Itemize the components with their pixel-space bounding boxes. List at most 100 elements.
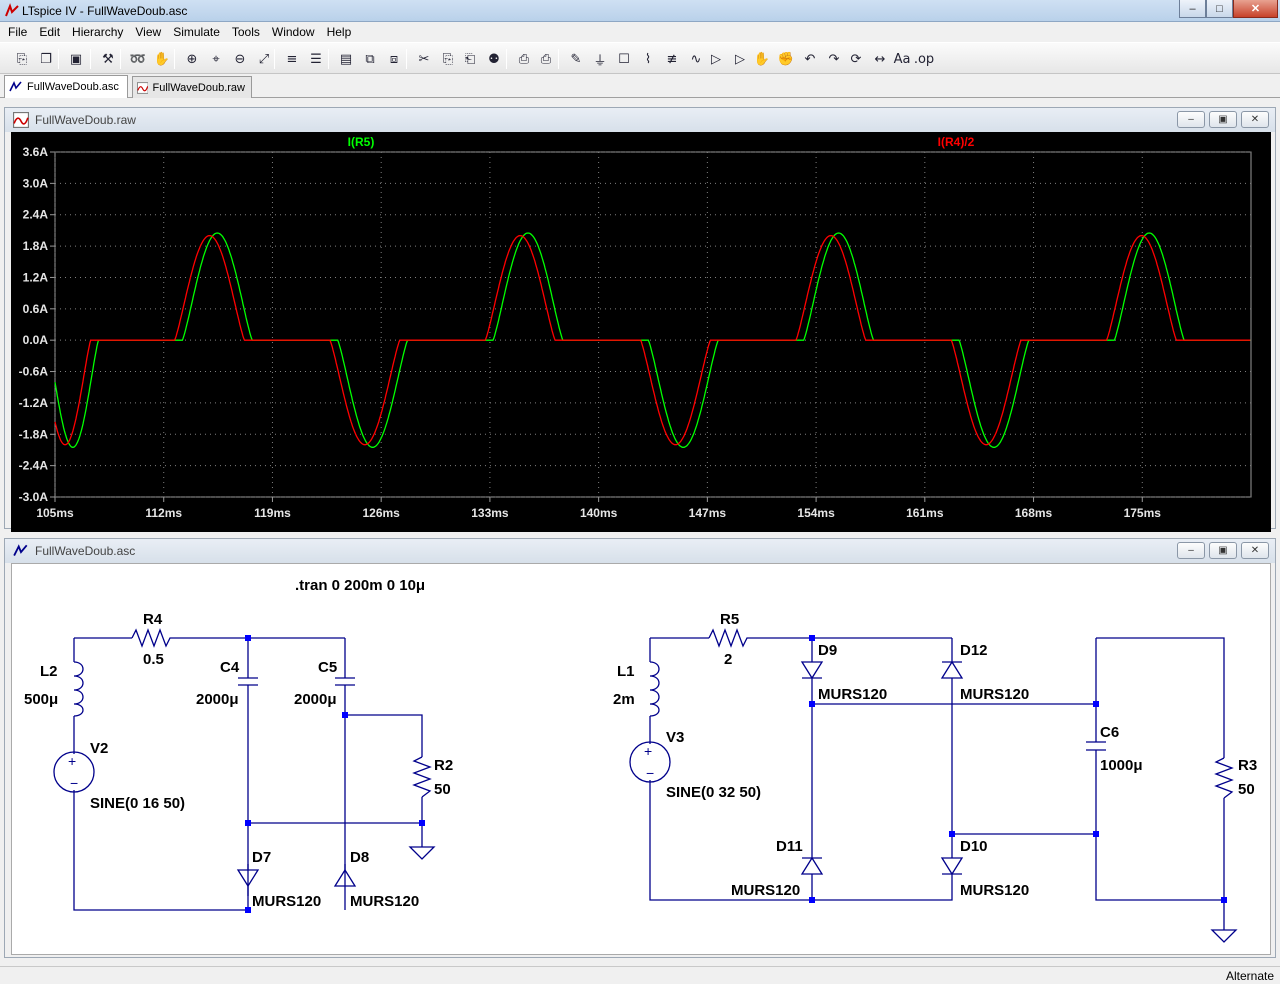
capacitor-c6[interactable]: [1086, 741, 1106, 751]
resistor-r3[interactable]: [1214, 757, 1234, 799]
diode-d11[interactable]: [800, 856, 824, 875]
schematic-canvas[interactable]: .w { stroke: #00008b; stroke-width: 1.3;…: [11, 563, 1271, 955]
y-tick-label: -1.8A: [19, 427, 49, 441]
save-icon[interactable]: ▣: [69, 51, 83, 67]
capacitor-icon[interactable]: ≢: [666, 51, 678, 67]
component-icon[interactable]: ▷: [735, 51, 745, 67]
ground-symbol[interactable]: [408, 846, 436, 860]
tab-waveform[interactable]: FullWaveDoub.raw: [132, 76, 252, 98]
inductor-icon[interactable]: ∿: [690, 51, 702, 67]
close-window-icon[interactable]: ⧈: [389, 51, 399, 67]
diode-icon[interactable]: ▷: [711, 51, 721, 67]
y-tick-label: -1.2A: [19, 396, 49, 410]
voltage-source-v2[interactable]: + −: [53, 751, 95, 793]
spice-directive[interactable]: .tran 0 200m 0 10μ: [295, 577, 425, 594]
menu-bar: File Edit Hierarchy View Simulate Tools Window…: [0, 22, 1280, 42]
menu-hierarchy[interactable]: Hierarchy: [72, 25, 124, 39]
resistor-r2[interactable]: [412, 756, 432, 798]
diode-d10[interactable]: [940, 857, 964, 876]
ground-symbol[interactable]: [1210, 929, 1238, 943]
waveform-window-title: FullWaveDoub.raw: [35, 113, 136, 127]
c5-name: C5: [318, 659, 337, 676]
pan-icon[interactable]: ⌖: [212, 51, 220, 67]
open-icon[interactable]: ❐: [40, 51, 52, 67]
cascade-icon[interactable]: ⧉: [365, 51, 375, 67]
l1-value: 2m: [613, 691, 635, 708]
autorange-icon[interactable]: ≡: [286, 51, 298, 67]
l2-name: L2: [40, 663, 58, 680]
diode-d9[interactable]: [800, 661, 824, 680]
diode-d12[interactable]: [940, 660, 964, 679]
diode-d7[interactable]: [236, 864, 260, 896]
svg-text:−: −: [70, 775, 78, 791]
d10-value: MURS120: [960, 882, 1029, 899]
label-net-icon[interactable]: ☐: [618, 51, 630, 67]
spice-directive-icon[interactable]: .op: [913, 51, 935, 67]
menu-window[interactable]: Window: [271, 25, 315, 39]
schematic-drawing[interactable]: .w { stroke: #00008b; stroke-width: 1.3;…: [12, 564, 1270, 954]
inductor-l2[interactable]: [73, 661, 84, 717]
waveform-minimize-button[interactable]: –: [1177, 111, 1205, 128]
paste-icon[interactable]: ⎗: [464, 51, 476, 67]
new-schematic-icon[interactable]: ⎘: [16, 51, 28, 67]
schematic-window-titlebar: FullWaveDoub.asc – ▣ ✕: [5, 539, 1275, 563]
halt-icon[interactable]: ✋: [153, 51, 171, 67]
schematic-minimize-button[interactable]: –: [1177, 542, 1205, 559]
d7-name: D7: [252, 849, 271, 866]
voltage-source-v3[interactable]: + −: [629, 741, 671, 783]
ground-icon[interactable]: ⏚: [593, 53, 607, 69]
control-panel-icon[interactable]: ⚒: [102, 51, 114, 67]
print-preview-icon[interactable]: ⎙: [518, 51, 530, 67]
plot-settings-icon[interactable]: ☰: [310, 51, 322, 67]
run-icon[interactable]: ➿: [129, 51, 147, 67]
waveform-chart[interactable]: 3.6A3.0A2.4A1.8A1.2A0.6A0.0A-0.6A-1.2A-1…: [11, 132, 1271, 527]
undo-icon[interactable]: ↶: [804, 51, 816, 67]
window-title: LTspice IV - FullWaveDoub.asc: [22, 4, 188, 18]
menu-help[interactable]: Help: [326, 25, 352, 39]
menu-simulate[interactable]: Simulate: [173, 25, 220, 39]
zoom-in-icon[interactable]: ⊕: [186, 51, 198, 67]
minimize-button[interactable]: –: [1179, 0, 1206, 18]
waveform-close-button[interactable]: ✕: [1241, 111, 1269, 128]
capacitor-c5[interactable]: [335, 677, 355, 686]
c6-name: C6: [1100, 724, 1119, 741]
text-icon[interactable]: Aa: [893, 51, 911, 67]
cut-icon[interactable]: ✂: [418, 51, 430, 67]
maximize-button[interactable]: □: [1206, 0, 1233, 18]
resistor-icon[interactable]: ⌇: [644, 51, 652, 67]
mirror-icon[interactable]: ↔: [874, 51, 886, 67]
menu-tools[interactable]: Tools: [231, 25, 260, 39]
menu-file[interactable]: File: [8, 25, 28, 39]
print-icon[interactable]: ⎙: [540, 51, 552, 67]
zoom-fit-icon[interactable]: ⤢: [258, 51, 270, 67]
waveform-restore-button[interactable]: ▣: [1209, 111, 1237, 128]
inductor-l1[interactable]: [649, 661, 660, 717]
find-icon[interactable]: ⚉: [488, 51, 500, 67]
menu-view[interactable]: View: [135, 25, 162, 39]
schematic-close-button[interactable]: ✕: [1241, 542, 1269, 559]
capacitor-c4[interactable]: [238, 677, 258, 686]
y-tick-label: 0.0A: [23, 333, 49, 347]
d11-name: D11: [776, 838, 803, 855]
move-icon[interactable]: ✋: [753, 51, 771, 67]
tab-schematic[interactable]: FullWaveDoub.asc: [4, 75, 128, 98]
tile-horizontal-icon[interactable]: ▤: [339, 51, 353, 67]
d10-name: D10: [960, 838, 988, 855]
y-tick-label: 0.6A: [23, 302, 49, 316]
copy-icon[interactable]: ⎘: [442, 51, 454, 67]
zoom-out-icon[interactable]: ⊖: [234, 51, 246, 67]
close-button[interactable]: ✕: [1233, 0, 1278, 18]
rotate-icon[interactable]: ⟳: [850, 51, 862, 67]
r4-name: R4: [143, 611, 163, 628]
diode-d8[interactable]: [333, 864, 357, 887]
schematic-restore-button[interactable]: ▣: [1209, 542, 1237, 559]
redo-icon[interactable]: ↷: [828, 51, 840, 67]
draw-wire-icon[interactable]: ✎: [570, 51, 582, 67]
resistor-r4[interactable]: [131, 628, 174, 648]
d9-value: MURS120: [818, 686, 887, 703]
resistor-r5[interactable]: [708, 628, 751, 648]
drag-icon[interactable]: ✊: [777, 51, 795, 67]
menu-edit[interactable]: Edit: [39, 25, 61, 39]
d12-value: MURS120: [960, 686, 1029, 703]
